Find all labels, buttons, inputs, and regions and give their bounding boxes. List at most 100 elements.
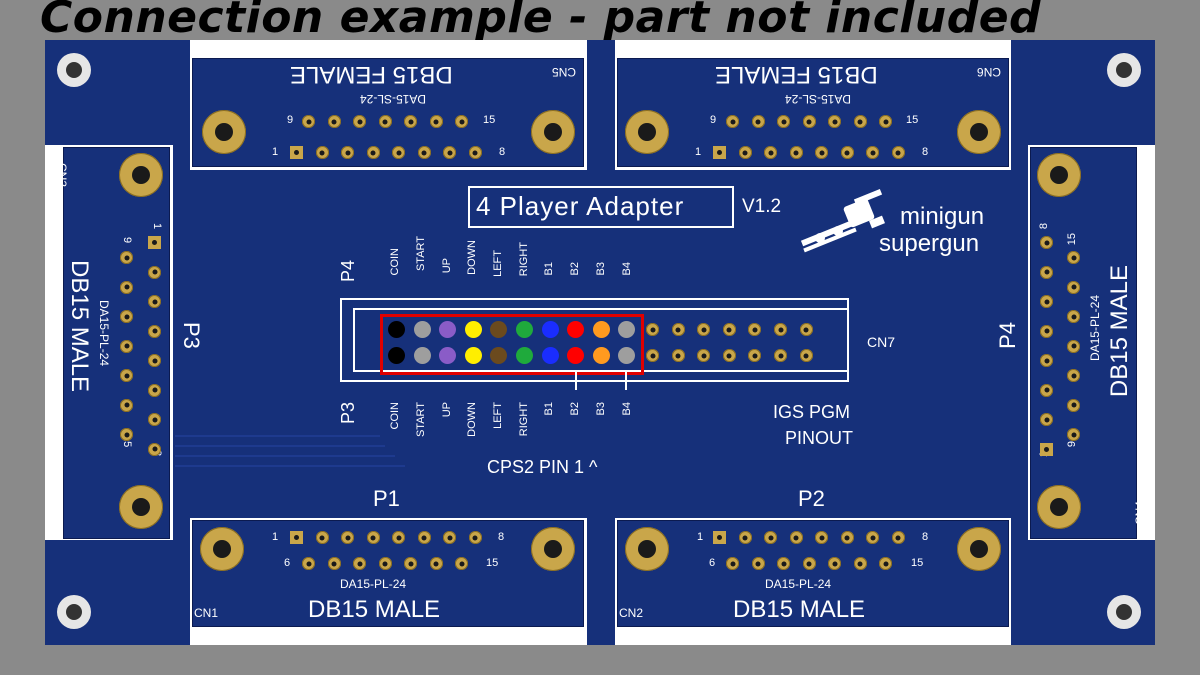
cn7-outline — [340, 298, 849, 382]
pin-label: 8 — [498, 531, 505, 543]
signal-dot-b4 — [618, 347, 636, 364]
pin-pad — [777, 115, 790, 128]
pin-pad — [799, 349, 813, 362]
part-number: DA15-PL-24 — [340, 577, 407, 591]
trace — [175, 435, 380, 437]
pcb-board: DB15 FEMALE DA15-SL-24 CN5 9 15 1 8 DB15… — [45, 40, 1155, 645]
mounting-hole — [531, 527, 575, 571]
pin-pad — [891, 146, 905, 159]
cn7-top-player: P4 — [338, 260, 358, 283]
pin-pad — [120, 251, 133, 264]
pin-pad — [417, 146, 431, 159]
pin-pad — [120, 428, 133, 441]
pinout-label-2: PINOUT — [785, 428, 854, 448]
player-label-p1: P1 — [373, 486, 400, 511]
pin-label: 1 — [697, 531, 704, 543]
connector-cn2: CN2 DB15 MALE DA15-PL-24 1 8 6 15 — [615, 518, 1011, 645]
pin-pad — [738, 146, 752, 159]
pin-pad — [120, 280, 133, 294]
pinout-label: IGS PGM — [773, 402, 851, 422]
pin-pad — [799, 323, 813, 336]
pin-pad — [646, 349, 659, 362]
cn7-bottom-player: P3 — [338, 402, 358, 425]
pin-pad — [738, 531, 752, 544]
pin-pad — [148, 265, 161, 279]
pin-pad — [327, 115, 341, 128]
ref-designator: CN2 — [619, 606, 644, 620]
pin-pad — [789, 146, 803, 159]
pin-pad — [1040, 236, 1053, 249]
pin-label: 1 — [272, 531, 279, 543]
pin-pad — [378, 557, 392, 570]
pin-pad — [777, 557, 790, 570]
banner-caption: Connection example - part not included — [40, 0, 1042, 43]
pin-label: 1 — [151, 223, 163, 230]
pin-pad — [802, 557, 816, 570]
signal-dot-up — [439, 347, 457, 364]
signal-dot-down — [464, 347, 482, 364]
minigun-icon — [800, 188, 885, 253]
pin-pad — [853, 557, 867, 570]
pin-pad — [148, 383, 161, 397]
pin-pad — [302, 557, 315, 570]
pin-pad — [148, 295, 161, 308]
pin-pad — [853, 115, 867, 128]
mounting-hole-bottom-right — [1107, 595, 1141, 629]
signal-label: B2 — [569, 402, 581, 416]
pin-pad — [1067, 310, 1080, 323]
trace — [175, 465, 405, 467]
mounting-hole — [957, 110, 1001, 154]
signal-label: LEFT — [492, 402, 504, 429]
pin-pad — [840, 146, 854, 159]
pin-label: 8 — [922, 146, 929, 158]
pin-pad — [378, 115, 392, 128]
mounting-hole — [1037, 485, 1081, 529]
pin-label: 15 — [1066, 233, 1078, 246]
signal-dot-coin — [388, 347, 405, 364]
title-box: 4 Player Adapter — [468, 186, 734, 228]
mounting-hole — [1037, 153, 1081, 197]
pin-pad — [1040, 265, 1053, 279]
signal-label: COIN — [389, 402, 401, 430]
player-label-p4-right: P4 — [995, 322, 1020, 349]
mounting-hole — [625, 527, 669, 571]
pin1-marker — [575, 370, 627, 390]
pin-pad — [764, 531, 777, 544]
pin1-pad — [713, 531, 726, 544]
pin-pad — [417, 531, 431, 544]
pin-pad — [748, 323, 762, 336]
signal-label: B1 — [543, 402, 555, 416]
pin-pad — [1040, 354, 1053, 367]
pin-pad — [341, 531, 354, 544]
signal-dot-coin — [388, 321, 405, 338]
pin-label: 15 — [906, 114, 919, 126]
pin-pad — [1040, 295, 1053, 308]
pin-pad — [404, 557, 417, 570]
pin-pad — [1067, 369, 1080, 382]
mounting-hole-top-right — [1107, 53, 1141, 87]
pin-pad — [879, 557, 892, 570]
pin-pad — [468, 146, 482, 159]
signal-label: B3 — [595, 262, 607, 276]
pin-pad — [1067, 428, 1080, 441]
signal-label: DOWN — [466, 240, 478, 275]
signal-dot-up — [439, 321, 457, 338]
pin-pad — [697, 323, 711, 336]
pin-pad — [840, 531, 854, 544]
pin1-pad — [713, 146, 726, 159]
signal-label: DOWN — [466, 402, 478, 437]
pin-pad — [148, 413, 161, 426]
signal-label: B3 — [595, 402, 607, 416]
pin-label: 8 — [922, 531, 929, 543]
pin-pad — [828, 557, 841, 570]
pin-pad — [366, 531, 380, 544]
pin-pad — [1067, 251, 1080, 264]
player-label-p2: P2 — [798, 486, 825, 511]
pin-pad — [353, 115, 366, 128]
pin-pad — [429, 115, 443, 128]
pin-label: 15 — [486, 557, 499, 569]
pin-label: 15 — [483, 114, 496, 126]
pin-label: 6 — [709, 557, 716, 569]
mounting-hole-bottom-left — [57, 595, 91, 629]
pin-label: 9 — [287, 114, 294, 126]
